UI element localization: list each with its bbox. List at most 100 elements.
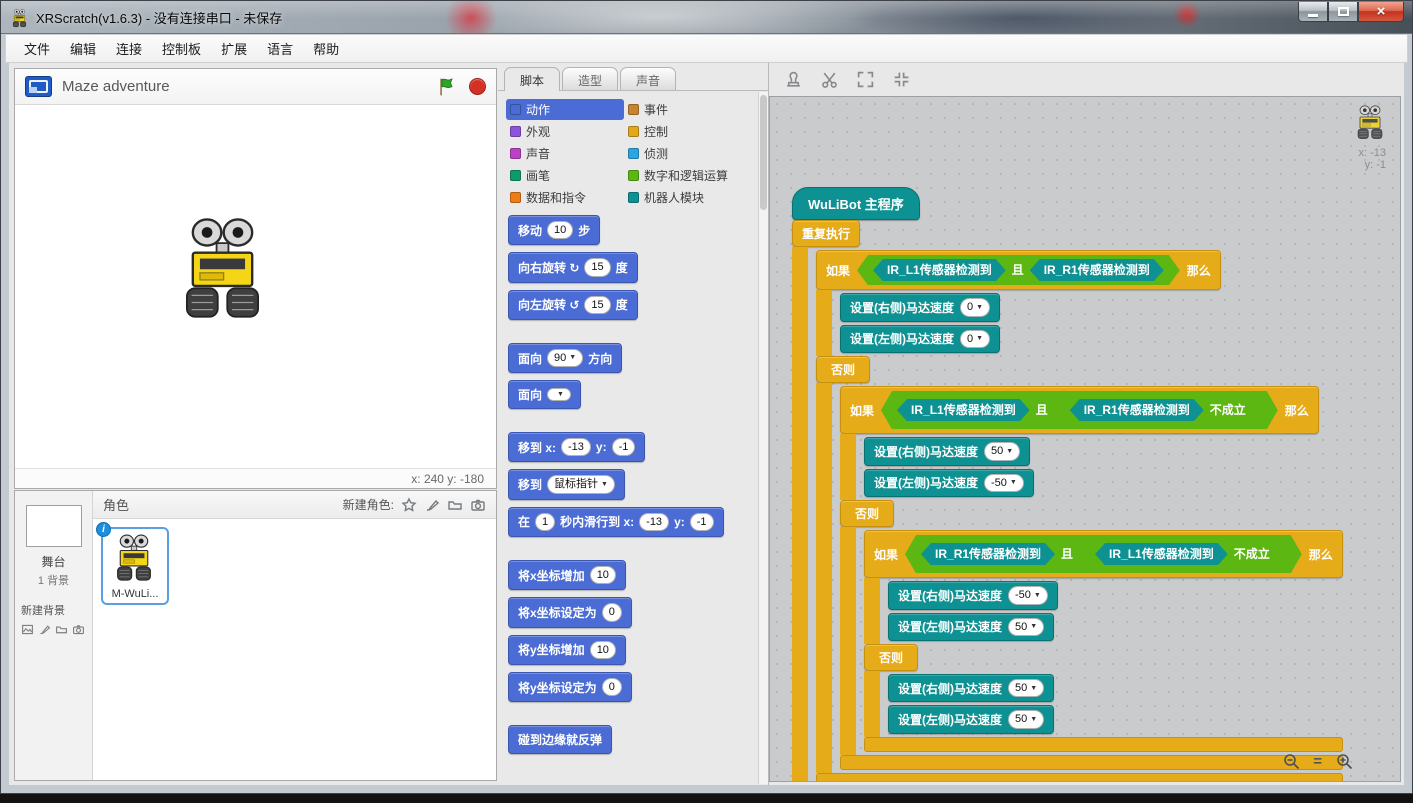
block-number-input[interactable]: 1 xyxy=(535,512,556,532)
category-item[interactable]: 机器人模块 xyxy=(624,187,764,208)
sprite-library-icon[interactable] xyxy=(400,496,417,513)
stage-canvas[interactable] xyxy=(15,105,496,468)
category-item[interactable]: 数字和逻辑运算 xyxy=(624,165,764,186)
close-button[interactable]: × xyxy=(1358,2,1404,22)
robot-sprite[interactable] xyxy=(175,217,270,325)
block-number-input[interactable]: -13 xyxy=(561,438,591,457)
titlebar[interactable]: XRScratch(v1.6.3) - 没有连接串口 - 未保存 × xyxy=(1,1,1412,34)
sprite-card[interactable]: i M-WuLi... xyxy=(96,522,169,605)
maximize-button[interactable] xyxy=(1328,2,1358,22)
stage-selector[interactable]: 舞台 1 背景 新建背景 xyxy=(15,491,93,780)
block-dropdown[interactable]: 50▼ xyxy=(1008,678,1045,698)
backdrop-library-icon[interactable] xyxy=(20,622,34,636)
menu-item[interactable]: 语言 xyxy=(267,42,294,57)
not-operator-block[interactable]: IR_L1传感器检测到不成立 xyxy=(1079,539,1286,569)
shrink-icon[interactable] xyxy=(891,70,911,90)
block-number-input[interactable]: -1 xyxy=(611,438,636,457)
stop-icon[interactable] xyxy=(469,78,486,95)
menu-item[interactable]: 编辑 xyxy=(70,42,97,57)
menu-item[interactable]: 控制板 xyxy=(162,42,202,57)
sensor-reporter-block[interactable]: IR_L1传感器检测到 xyxy=(873,259,1006,281)
menu-item[interactable]: 文件 xyxy=(24,42,51,57)
block-dropdown[interactable]: 50▼ xyxy=(1008,617,1045,636)
block-dropdown[interactable]: 鼠标指针▼ xyxy=(547,475,615,494)
backdrop-camera-icon[interactable] xyxy=(71,622,85,636)
block-number-input[interactable]: -1 xyxy=(689,512,714,532)
palette-tab[interactable]: 脚本 xyxy=(504,67,561,91)
stage-thumbnail[interactable] xyxy=(25,505,82,547)
block-dropdown[interactable]: -50▼ xyxy=(984,473,1024,492)
zoom-in-icon[interactable] xyxy=(1334,751,1354,771)
category-item[interactable]: 控制 xyxy=(624,121,764,142)
category-item[interactable]: 动作 xyxy=(506,99,624,120)
motor-speed-block[interactable]: 设置(右侧)马达速度-50▼ xyxy=(888,581,1058,610)
palette-block[interactable]: 移到鼠标指针▼ xyxy=(508,469,625,500)
category-item[interactable]: 声音 xyxy=(506,143,624,164)
block-number-input[interactable]: 10 xyxy=(589,566,616,585)
not-operator-block[interactable]: IR_R1传感器检测到不成立 xyxy=(1054,395,1262,425)
palette-block[interactable]: 碰到边缘就反弹 xyxy=(508,725,613,755)
palette-scrollbar[interactable] xyxy=(758,92,768,784)
block-dropdown[interactable]: 90▼ xyxy=(547,348,584,368)
menu-item[interactable]: 扩展 xyxy=(221,42,248,57)
category-item[interactable]: 事件 xyxy=(624,99,764,120)
category-item[interactable]: 外观 xyxy=(506,121,624,142)
sprite-info-button[interactable]: i xyxy=(96,522,111,537)
minimize-button[interactable] xyxy=(1298,2,1328,22)
category-item[interactable]: 侦测 xyxy=(624,143,764,164)
block-number-input[interactable]: 10 xyxy=(589,640,616,659)
category-item[interactable]: 画笔 xyxy=(506,165,624,186)
sensor-reporter-block[interactable]: IR_L1传感器检测到 xyxy=(897,399,1030,421)
block-dropdown[interactable]: ▼ xyxy=(547,388,571,402)
block-dropdown[interactable]: 0▼ xyxy=(960,329,991,348)
menu-item[interactable]: 连接 xyxy=(116,42,143,57)
sprite-upload-icon[interactable] xyxy=(446,496,463,513)
grow-icon[interactable] xyxy=(855,70,875,90)
delete-icon[interactable] xyxy=(819,70,839,90)
motor-speed-block[interactable]: 设置(左侧)马达速度-50▼ xyxy=(864,468,1034,497)
block-number-input[interactable]: 0 xyxy=(601,677,622,697)
sensor-reporter-block[interactable]: IR_L1传感器检测到 xyxy=(1095,543,1228,565)
block-number-input[interactable]: 10 xyxy=(547,221,574,240)
presentation-mode-button[interactable] xyxy=(25,76,52,97)
duplicate-icon[interactable] xyxy=(783,70,803,90)
zoom-out-icon[interactable] xyxy=(1281,751,1301,771)
backdrop-paint-icon[interactable] xyxy=(37,622,51,636)
sensor-reporter-block[interactable]: IR_R1传感器检测到 xyxy=(921,543,1055,565)
palette-tab[interactable]: 造型 xyxy=(562,67,619,90)
block-dropdown[interactable]: 0▼ xyxy=(960,298,991,317)
block-dropdown[interactable]: -50▼ xyxy=(1008,586,1048,605)
palette-tab[interactable]: 声音 xyxy=(620,67,677,90)
sprite-camera-icon[interactable] xyxy=(469,496,486,513)
category-item[interactable]: 数据和指令 xyxy=(506,187,624,208)
hat-block[interactable]: WuLiBot 主程序 xyxy=(792,187,920,220)
sensor-reporter-block[interactable]: IR_R1传感器检测到 xyxy=(1030,259,1164,281)
block-number-input[interactable]: 15 xyxy=(584,258,611,277)
green-flag-icon[interactable] xyxy=(437,77,457,97)
